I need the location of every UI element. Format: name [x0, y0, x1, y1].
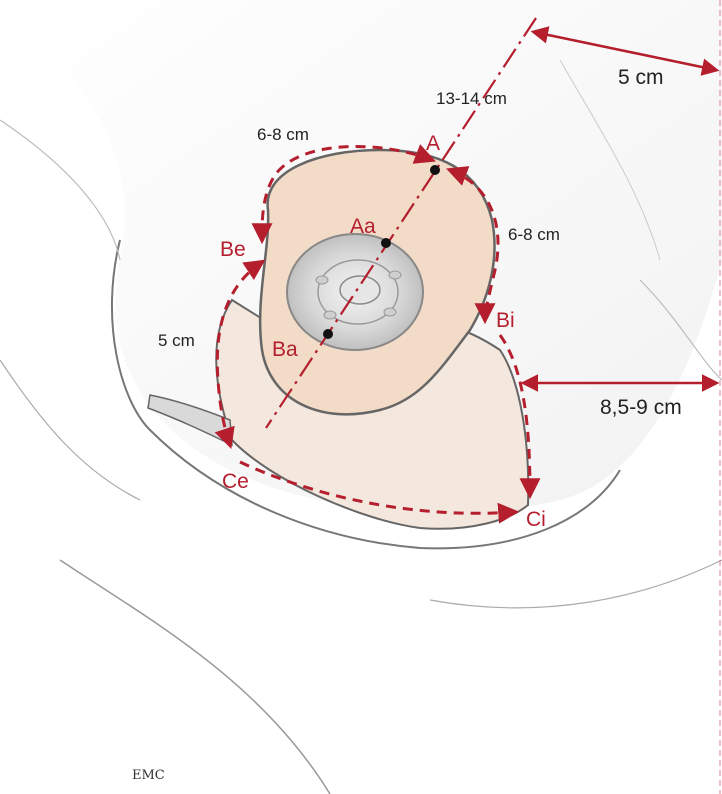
areola: [287, 234, 423, 350]
point-ba-dot: [323, 329, 333, 339]
label-ba: Ba: [272, 338, 298, 361]
emc-signature: EMC: [132, 768, 165, 783]
label-ci: Ci: [526, 508, 546, 531]
label-be: Be: [220, 238, 246, 261]
top-arc-label: 6-8 cm: [257, 125, 309, 144]
label-bi: Bi: [496, 309, 515, 332]
label-aa: Aa: [350, 215, 376, 238]
label-a: A: [426, 132, 440, 155]
point-aa-dot: [381, 238, 391, 248]
axis-length-label: 13-14 cm: [436, 89, 507, 108]
right-mid-dimension-label: 8,5-9 cm: [600, 396, 682, 419]
top-right-dimension-label: 5 cm: [618, 66, 664, 89]
left-vertical-label: 5 cm: [158, 331, 195, 350]
right-arc-label: 6-8 cm: [508, 225, 560, 244]
point-a-dot: [430, 165, 440, 175]
label-ce: Ce: [222, 470, 249, 493]
